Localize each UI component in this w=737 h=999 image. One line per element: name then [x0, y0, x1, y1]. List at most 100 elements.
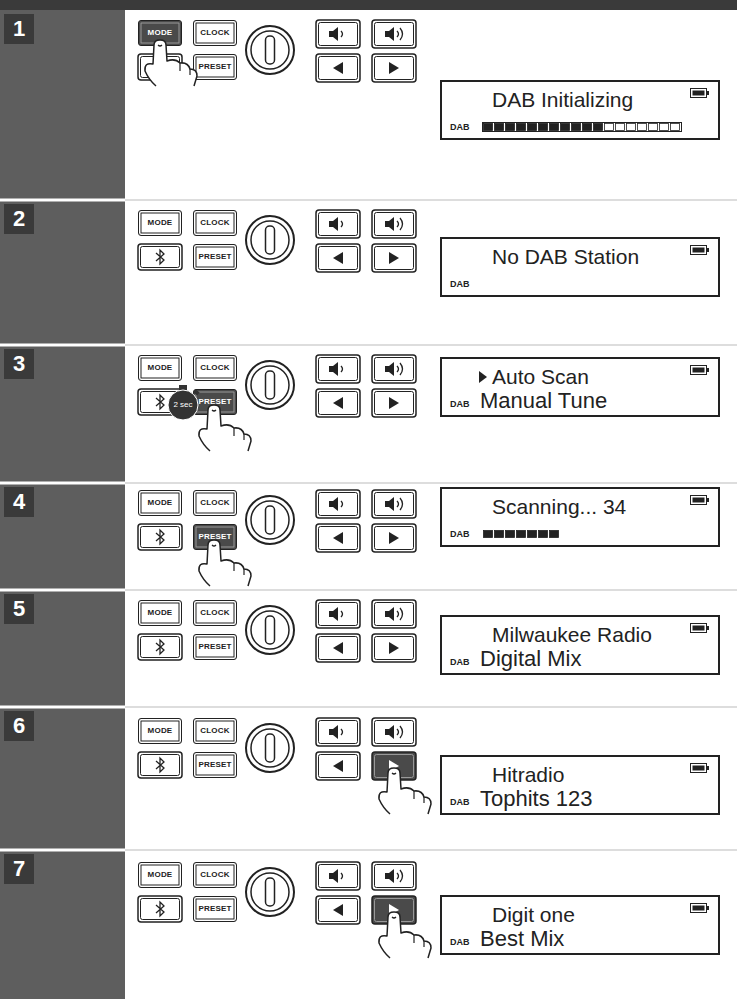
knob-ring [251, 221, 289, 259]
button-outline [372, 355, 416, 383]
knob-ring [251, 873, 289, 911]
step-number-box: 7 [4, 854, 34, 884]
row-separator [0, 344, 125, 347]
progress-block [539, 124, 548, 131]
button-outline [138, 524, 182, 550]
button-outline [316, 244, 360, 272]
button-label: CLOCK [200, 498, 229, 508]
progress-block [671, 124, 680, 131]
selection-arrow-shape [479, 371, 487, 383]
button-label: CLOCK [200, 870, 229, 880]
button-inner [375, 527, 414, 550]
arrow-icon [389, 642, 399, 654]
button-outline [372, 600, 416, 628]
knob-slot [266, 616, 275, 644]
hand-detail [158, 45, 190, 75]
battery-level [693, 368, 705, 373]
speaker-wave [400, 218, 403, 230]
row-line [125, 707, 737, 708]
button-label: PRESET [198, 532, 231, 542]
knob-outer [246, 26, 294, 74]
battery-body [691, 764, 707, 773]
battery-level [693, 91, 705, 96]
speaker-icon [329, 607, 338, 621]
display-line: Digit one [492, 903, 575, 927]
button-label: PRESET [198, 760, 231, 770]
bluetooth-symbol [156, 758, 164, 772]
button-inner [319, 637, 358, 660]
row-separator [0, 589, 125, 592]
button-label: CLOCK [200, 608, 229, 618]
bluetooth-symbol [156, 60, 164, 74]
progress-block [484, 531, 493, 538]
selection-arrow [478, 370, 488, 384]
button-inner [375, 23, 414, 46]
speaker-wave [341, 611, 343, 617]
speaker-icon [385, 217, 394, 231]
button-inner [141, 899, 180, 920]
battery-tip [707, 906, 709, 910]
lcd-display: Auto ScanDABManual Tune [440, 357, 720, 417]
button-label: MODE [148, 363, 173, 373]
button-label: PRESET [198, 62, 231, 72]
button-outline [372, 244, 416, 272]
button-outline [372, 896, 416, 924]
progress-block [561, 124, 570, 131]
panel-button: MODE [138, 490, 182, 516]
button-outline [372, 634, 416, 662]
display-line: Manual Tune [480, 388, 607, 413]
speaker-wave [341, 31, 343, 37]
progress-block [495, 124, 504, 131]
speaker-wave [341, 501, 343, 507]
battery-tip [707, 91, 709, 95]
battery-level [693, 766, 705, 771]
step-number-box: 6 [4, 711, 34, 741]
knob-slot [266, 36, 275, 64]
button-outline [316, 54, 360, 82]
speaker-wave [341, 873, 343, 879]
speaker-wave [397, 729, 399, 735]
battery-icon [690, 88, 710, 98]
row-line [125, 850, 737, 851]
panel-button: MODE [138, 862, 182, 888]
lcd-display: Milwaukee RadioDABDigital Mix [440, 615, 720, 675]
speaker-icon [385, 869, 394, 883]
panel-button: PRESET [193, 244, 237, 270]
row-separator [0, 849, 125, 852]
speaker-icon [329, 27, 338, 41]
row-line [125, 590, 737, 591]
progress-bar [482, 122, 682, 132]
display-line: Best Mix [480, 926, 564, 951]
panel-button: PRESET [193, 634, 237, 660]
button-outline [316, 752, 360, 780]
button-label: MODE [148, 726, 173, 736]
button-label: PRESET [198, 252, 231, 262]
speaker-wave [400, 28, 403, 40]
arrow-icon [333, 397, 343, 409]
knob-slot [266, 226, 275, 254]
progress-block [528, 531, 537, 538]
step-number: 2 [4, 204, 34, 234]
knob-slot [266, 734, 275, 762]
mode-indicator: DAB [450, 399, 470, 409]
panel-button: CLOCK [193, 210, 237, 236]
display-line: Tophits 123 [480, 786, 593, 811]
arrow-icon [333, 760, 343, 772]
button-inner [319, 603, 358, 626]
hand-outline [379, 768, 431, 814]
arrow-icon [389, 397, 399, 409]
hand-outline [145, 40, 197, 86]
battery-tip [707, 248, 709, 252]
battery-level [693, 906, 705, 911]
button-inner [375, 755, 414, 778]
speaker-wave [397, 31, 399, 37]
step-number: 3 [4, 349, 34, 379]
button-inner [319, 721, 358, 744]
progress-block [550, 531, 559, 538]
button-outline [372, 210, 416, 238]
button-outline [316, 862, 360, 890]
speaker-wave [397, 366, 399, 372]
panel-button: CLOCK [193, 490, 237, 516]
button-outline [316, 490, 360, 518]
progress-block [638, 124, 647, 131]
